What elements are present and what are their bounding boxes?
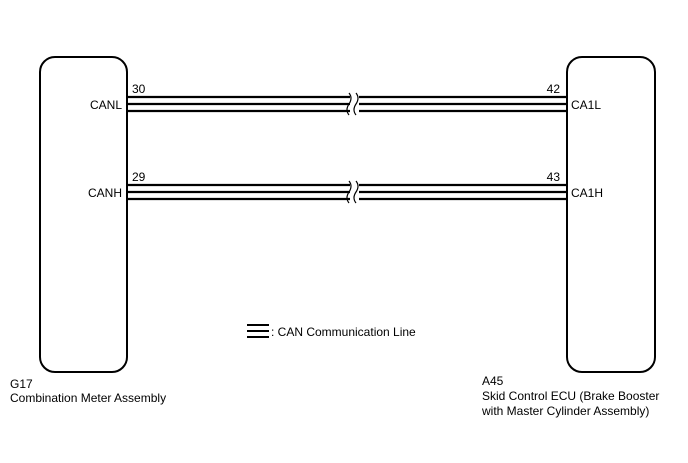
right-component-name-line2: with Master Cylinder Assembly)	[482, 404, 650, 418]
right-signal-ca1l: CA1L	[571, 98, 602, 112]
can-low-wire	[128, 95, 566, 113]
left-signal-canl: CANL	[89, 98, 122, 112]
legend-line-symbol	[247, 324, 269, 338]
can-high-wire	[128, 183, 566, 201]
can-high-break-mark	[346, 180, 359, 204]
skid-control-ecu-box	[566, 56, 656, 373]
right-pin-43: 43	[546, 170, 560, 184]
left-pin-30: 30	[132, 82, 146, 96]
can-low-break-mark	[346, 92, 359, 116]
right-pin-42: 42	[546, 82, 560, 96]
left-component-name: Combination Meter Assembly	[10, 391, 167, 405]
left-signal-canh: CANH	[87, 186, 122, 200]
right-component-code: A45	[482, 374, 504, 388]
left-component-code: G17	[10, 377, 33, 391]
right-signal-ca1h: CA1H	[571, 186, 604, 200]
right-component-name-line1: Skid Control ECU (Brake Booster	[482, 389, 660, 403]
left-pin-29: 29	[132, 170, 146, 184]
legend-text: : CAN Communication Line	[271, 325, 416, 339]
combination-meter-box	[39, 56, 128, 373]
